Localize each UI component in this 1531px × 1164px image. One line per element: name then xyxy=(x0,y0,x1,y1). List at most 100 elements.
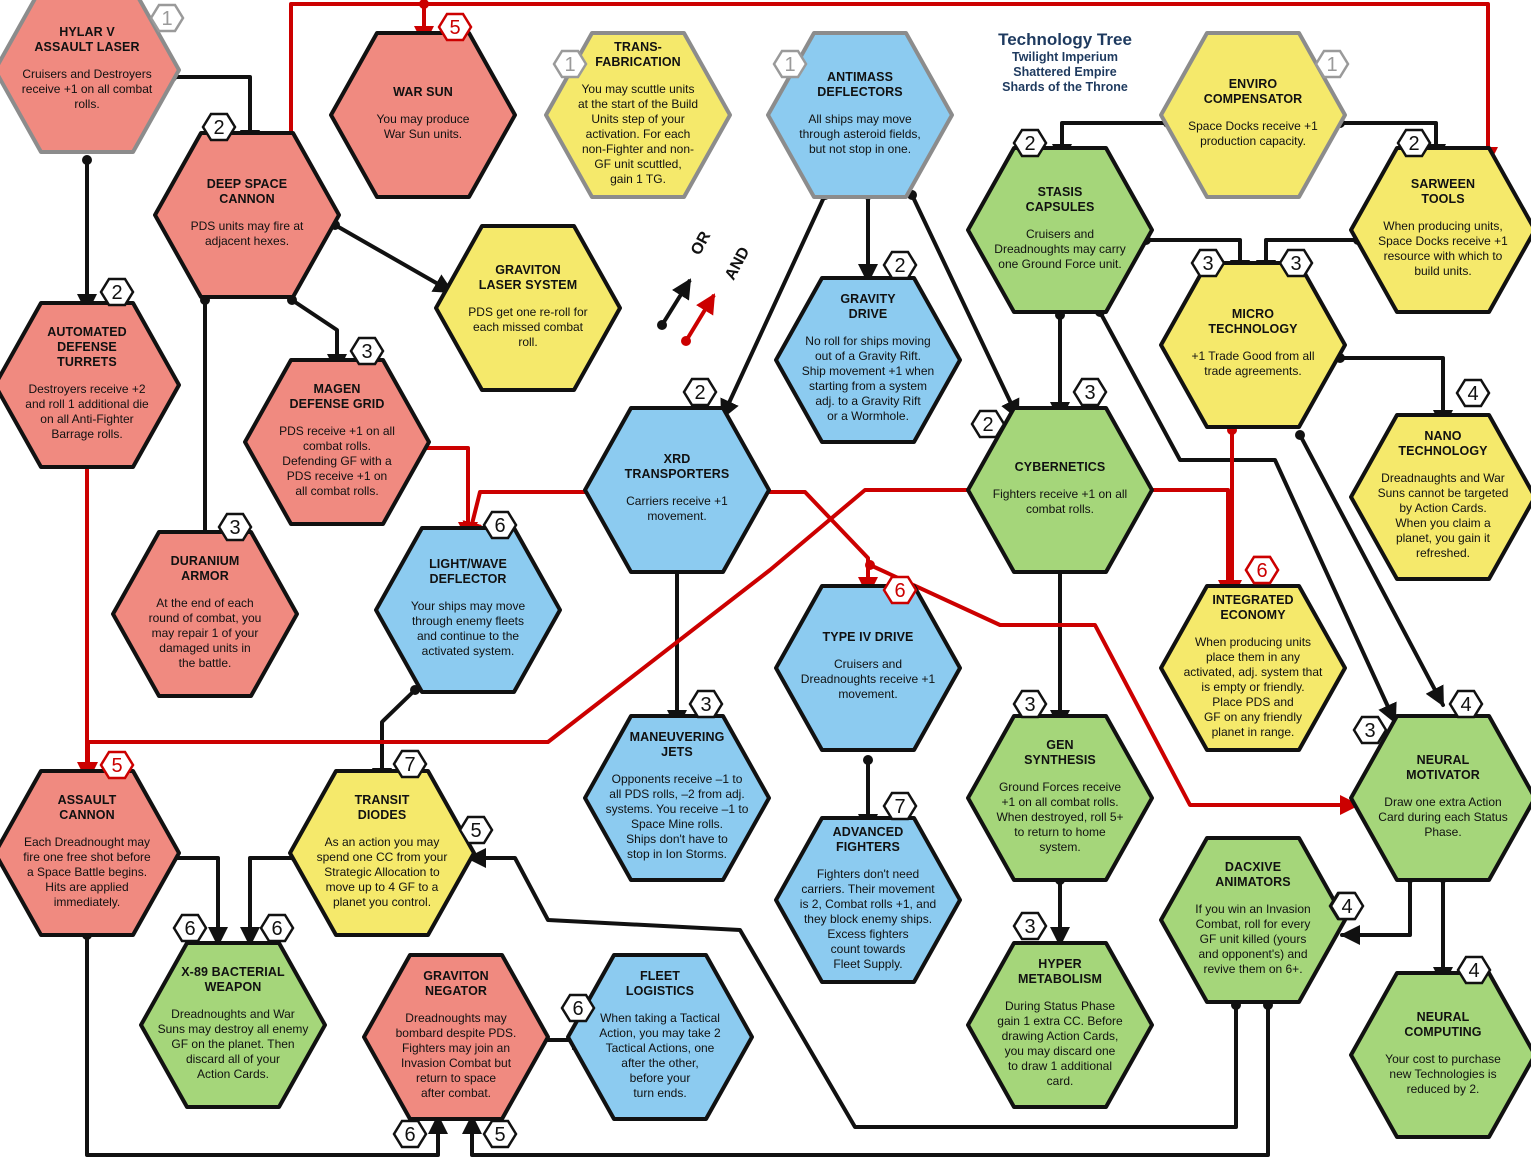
tech-hex-gravlaser xyxy=(434,224,622,392)
level-badge-number: 3 xyxy=(1024,916,1035,938)
level-badge: 3 xyxy=(349,336,385,366)
level-badge: 1 xyxy=(1314,49,1350,79)
prerequisite-edge xyxy=(910,193,1020,420)
level-badge: 3 xyxy=(217,512,253,542)
tech-hex-hypermeta xyxy=(966,941,1154,1109)
prerequisite-edge xyxy=(1340,876,1412,945)
technology-hexes xyxy=(0,0,1531,1139)
level-badge: 5 xyxy=(458,815,494,845)
level-badge: 3 xyxy=(1278,248,1314,278)
level-badge-number: 3 xyxy=(1290,253,1301,275)
tech-hex-neuralcomp xyxy=(1349,971,1531,1139)
tech-hex-cyber xyxy=(966,406,1154,574)
level-badge-number: 3 xyxy=(361,341,372,363)
tech-hex-gravneg xyxy=(362,953,550,1121)
prerequisite-edge xyxy=(333,223,454,294)
level-badge-number: 2 xyxy=(111,282,122,304)
prerequisite-edge xyxy=(1144,488,1238,600)
tech-hex-lightwave xyxy=(374,526,562,694)
level-badge: 2 xyxy=(201,112,237,142)
level-badge-number: 1 xyxy=(784,54,795,76)
prerequisite-edge xyxy=(1338,356,1453,430)
header-line-1: Twilight Imperium xyxy=(1011,50,1119,64)
level-badge-number: 2 xyxy=(1408,133,1419,155)
diagram-header: Technology Tree Twilight Imperium Shatte… xyxy=(960,30,1170,95)
legend-and-arrow xyxy=(684,293,716,343)
level-badge-number: 4 xyxy=(1468,960,1479,982)
prerequisite-edge xyxy=(78,488,977,782)
prerequisite-edge xyxy=(1298,433,1445,707)
level-badges: 152233356666756511223671223332463434446 xyxy=(99,3,1492,1149)
tech-hex-dacxive xyxy=(1159,836,1347,1004)
prerequisite-edge xyxy=(760,490,878,597)
prerequisite-edge xyxy=(868,563,1360,815)
level-badge: 3 xyxy=(1190,248,1226,278)
level-badge-number: 2 xyxy=(213,117,224,139)
tech-hex-stasis xyxy=(966,146,1154,314)
legend-or-dot xyxy=(657,320,667,330)
level-badge-number: 6 xyxy=(494,515,505,537)
tech-hex-sarween xyxy=(1349,146,1531,314)
level-badge: 6 xyxy=(482,510,518,540)
level-badge-number: 3 xyxy=(700,694,711,716)
level-badge: 6 xyxy=(882,575,918,605)
level-badge: 2 xyxy=(1396,128,1432,158)
legend-and-dot xyxy=(681,336,691,346)
prerequisite-edge xyxy=(240,856,298,947)
level-badge: 5 xyxy=(482,1119,518,1149)
level-badge: 4 xyxy=(1455,378,1491,408)
tech-hex-neuralmot xyxy=(1349,714,1531,882)
level-badge: 3 xyxy=(1352,715,1388,745)
level-badge-number: 7 xyxy=(894,796,905,818)
level-badge-number: 3 xyxy=(1084,382,1095,404)
level-badge: 1 xyxy=(149,3,185,33)
tech-hex-advfight xyxy=(774,816,962,984)
level-badge: 6 xyxy=(392,1119,428,1149)
tech-hex-xrd xyxy=(583,406,771,574)
level-badge-number: 6 xyxy=(572,998,583,1020)
tech-hex-fleetlog xyxy=(566,953,754,1121)
level-badge-number: 1 xyxy=(161,8,172,30)
level-badge-number: 3 xyxy=(229,517,240,539)
prerequisite-edge xyxy=(85,933,448,1157)
header-line-3: Shards of the Throne xyxy=(1002,80,1128,94)
level-badge-number: 6 xyxy=(894,580,905,602)
tech-hex-enviro xyxy=(1159,31,1347,199)
level-badge: 4 xyxy=(1456,955,1492,985)
level-badge-number: 2 xyxy=(894,255,905,277)
tech-hex-nano xyxy=(1349,413,1531,581)
level-badge-number: 3 xyxy=(1024,694,1035,716)
tech-hex-auto xyxy=(0,301,181,469)
edge-origin-dot xyxy=(1295,430,1305,440)
tech-hex-gravdrive xyxy=(774,276,962,444)
prerequisite-edge xyxy=(1098,310,1397,724)
tech-hex-type4 xyxy=(774,584,962,752)
level-badge: 2 xyxy=(970,409,1006,439)
level-badge-number: 7 xyxy=(404,754,415,776)
level-badge: 1 xyxy=(552,49,588,79)
level-badge-number: 6 xyxy=(271,918,282,940)
level-badge: 4 xyxy=(1448,689,1484,719)
level-badge-number: 6 xyxy=(184,918,195,940)
edge-origin-dot xyxy=(419,0,429,9)
level-badge-number: 5 xyxy=(494,1124,505,1146)
level-badge-number: 1 xyxy=(564,54,575,76)
level-badge: 3 xyxy=(688,689,724,719)
tech-hex-x89 xyxy=(139,941,327,1109)
level-badge: 6 xyxy=(172,913,208,943)
tech-hex-transfab xyxy=(544,31,732,199)
level-badge: 3 xyxy=(1012,911,1048,941)
level-badge-number: 3 xyxy=(1364,720,1375,742)
level-badge: 3 xyxy=(1072,377,1108,407)
level-badge-number: 5 xyxy=(470,820,481,842)
prerequisite-edge xyxy=(372,688,417,788)
prerequisite-edge xyxy=(720,193,827,420)
legend-arrows xyxy=(657,278,716,346)
level-badge: 7 xyxy=(392,749,428,779)
prerequisite-edge xyxy=(462,1003,1270,1157)
tech-hex-assault xyxy=(0,769,181,937)
tech-hex-dsc xyxy=(153,131,341,299)
level-badge-number: 5 xyxy=(449,17,460,39)
